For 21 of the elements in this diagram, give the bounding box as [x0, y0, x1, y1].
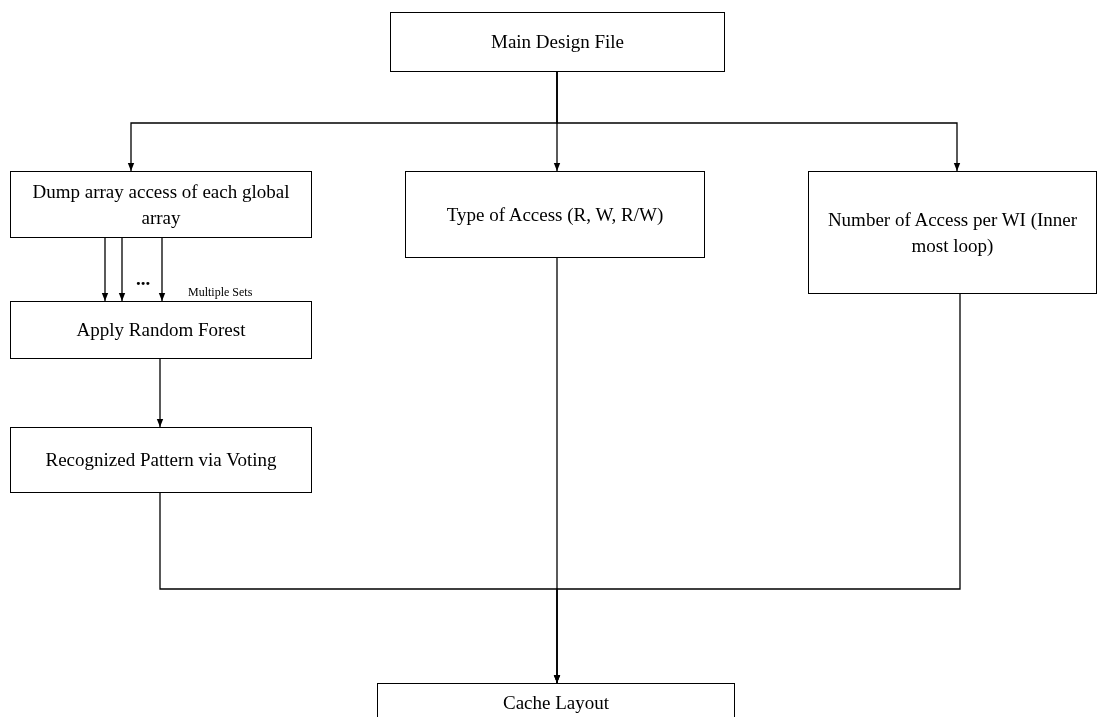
process-box: [405, 171, 705, 258]
box-label: Main Design File: [491, 30, 624, 55]
box-label: Dump array access of each global array: [31, 179, 291, 230]
box-label: Apply Random Forest: [76, 318, 246, 343]
process-box: [10, 427, 312, 493]
arrow: [118, 237, 126, 302]
arrow: [156, 358, 164, 428]
box-label: Cache Layout: [502, 691, 609, 716]
process-box: [377, 683, 735, 717]
arrow: [556, 71, 961, 172]
ellipsis-label: ...: [136, 268, 151, 290]
process-box: [390, 12, 725, 72]
process-box: [808, 171, 1097, 294]
arrow: [101, 237, 109, 302]
box-label: Recognized Pattern via Voting: [45, 448, 277, 473]
process-box: [10, 171, 312, 238]
box-label: Type of Access (R, W, R/W): [446, 202, 664, 227]
box-label: Number of Access per WI (Inner most loop): [826, 207, 1079, 258]
process-box: [10, 301, 312, 359]
arrow: [158, 237, 166, 302]
arrow: [553, 293, 961, 684]
